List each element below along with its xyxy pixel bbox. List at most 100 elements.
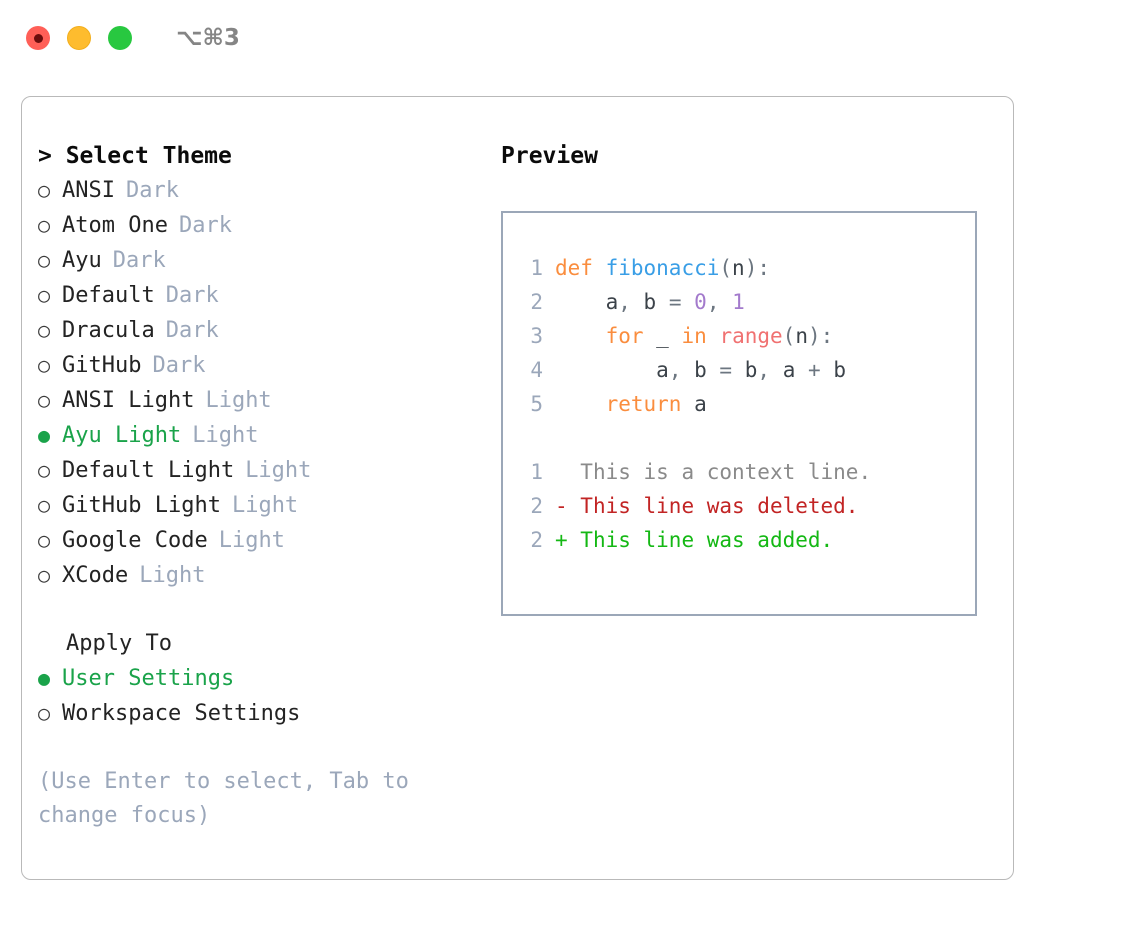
code-token: fibonacci bbox=[605, 256, 720, 280]
code-token bbox=[795, 358, 808, 382]
theme-kind-badge: Light bbox=[205, 388, 272, 413]
radio-unselected-icon: ○ bbox=[38, 701, 51, 725]
theme-name: ANSI Light bbox=[62, 388, 195, 413]
radio-unselected-icon: ○ bbox=[38, 388, 51, 412]
theme-kind-badge: Light bbox=[192, 423, 259, 448]
theme-list-item[interactable]: ○ Default Dark bbox=[38, 278, 468, 313]
code-token: b bbox=[643, 290, 657, 314]
code-token: return bbox=[605, 392, 682, 416]
code-token bbox=[821, 358, 834, 382]
apply-to-list[interactable]: ●User Settings ○ Workspace Settings bbox=[38, 661, 468, 731]
radio-selected-icon: ● bbox=[38, 423, 51, 447]
code-token bbox=[644, 324, 657, 348]
apply-to-option[interactable]: ●User Settings bbox=[38, 661, 468, 696]
code-token bbox=[707, 324, 720, 348]
theme-name: Dracula bbox=[62, 318, 155, 343]
theme-list-item[interactable]: ○ XCode Light bbox=[38, 558, 468, 593]
theme-list-item[interactable]: ● Ayu Light Light bbox=[38, 418, 468, 453]
code-token: in bbox=[681, 324, 707, 348]
code-token bbox=[555, 324, 606, 348]
radio-unselected-icon: ○ bbox=[38, 528, 51, 552]
code-line-number: 1 bbox=[530, 256, 543, 280]
theme-name: XCode bbox=[62, 563, 129, 588]
apply-to-label: Workspace Settings bbox=[62, 701, 301, 726]
code-line-number: 3 bbox=[530, 324, 543, 348]
theme-name: Default bbox=[62, 283, 155, 308]
code-line-text: a, b = b, a + b bbox=[555, 353, 846, 387]
select-theme-title: Select Theme bbox=[65, 143, 232, 169]
maximize-button[interactable] bbox=[108, 26, 132, 50]
theme-kind-badge: Dark bbox=[165, 318, 219, 343]
theme-list-item[interactable]: ○ ANSI Dark bbox=[38, 173, 468, 208]
diff-line: 2- This line was deleted. bbox=[517, 489, 975, 523]
code-token bbox=[669, 324, 682, 348]
code-line-number: 4 bbox=[530, 358, 543, 382]
theme-name: ANSI bbox=[62, 178, 115, 203]
theme-kind-badge: Light bbox=[245, 458, 312, 483]
code-token bbox=[681, 392, 694, 416]
theme-kind-badge: Dark bbox=[165, 283, 219, 308]
code-token: n bbox=[732, 256, 745, 280]
code-line: 4 a, b = b, a + b bbox=[517, 353, 975, 387]
code-token: , bbox=[618, 290, 644, 314]
radio-unselected-icon: ○ bbox=[38, 563, 51, 587]
theme-list-item[interactable]: ○ Dracula Dark bbox=[38, 313, 468, 348]
code-token: a bbox=[656, 358, 669, 382]
apply-to-block: Apply To ●User Settings○Workspace Settin… bbox=[38, 627, 468, 731]
code-token: = bbox=[668, 290, 682, 314]
code-token: ): bbox=[807, 324, 834, 348]
radio-unselected-icon: ○ bbox=[38, 213, 51, 237]
radio-unselected-icon: ○ bbox=[38, 248, 51, 272]
code-token: , bbox=[757, 358, 783, 382]
code-token bbox=[707, 358, 720, 382]
code-line-text: for _ in range(n): bbox=[555, 319, 834, 353]
diff-line-number: 2 bbox=[530, 494, 543, 518]
code-token: a bbox=[782, 358, 796, 382]
code-token bbox=[656, 290, 669, 314]
code-token: a bbox=[605, 290, 619, 314]
code-line-number: 5 bbox=[530, 392, 543, 416]
prompt-caret-icon: > bbox=[38, 143, 66, 169]
code-token bbox=[682, 290, 695, 314]
theme-name: Ayu Light bbox=[62, 423, 182, 448]
code-token: = bbox=[719, 358, 733, 382]
select-theme-heading: > Select Theme bbox=[38, 139, 468, 173]
code-token bbox=[555, 358, 656, 382]
theme-kind-badge: Light bbox=[139, 563, 206, 588]
keyboard-shortcut-label: ⌥⌘3 bbox=[176, 25, 240, 51]
theme-name: Ayu bbox=[62, 248, 102, 273]
code-line: 3 for _ in range(n): bbox=[517, 319, 975, 353]
apply-to-label: User Settings bbox=[62, 666, 235, 691]
code-token bbox=[593, 256, 606, 280]
minimize-button[interactable] bbox=[67, 26, 91, 50]
theme-list-item[interactable]: ○ ANSI Light Light bbox=[38, 383, 468, 418]
code-token: _ bbox=[656, 324, 669, 348]
code-line: 2 a, b = 0, 1 bbox=[517, 285, 975, 319]
code-token: a bbox=[694, 392, 707, 416]
theme-kind-badge: Dark bbox=[152, 353, 206, 378]
code-token: def bbox=[555, 256, 593, 280]
theme-kind-badge: Dark bbox=[125, 178, 179, 203]
diff-marker bbox=[555, 455, 580, 489]
radio-unselected-icon: ○ bbox=[38, 353, 51, 377]
radio-unselected-icon: ○ bbox=[38, 283, 51, 307]
code-token: for bbox=[605, 324, 644, 348]
radio-unselected-icon: ○ bbox=[38, 318, 51, 342]
close-button[interactable] bbox=[26, 26, 50, 50]
theme-name: Default Light bbox=[62, 458, 235, 483]
radio-unselected-icon: ○ bbox=[38, 178, 51, 202]
apply-to-option[interactable]: ○ Workspace Settings bbox=[38, 696, 468, 731]
theme-name: GitHub Light bbox=[62, 493, 221, 518]
